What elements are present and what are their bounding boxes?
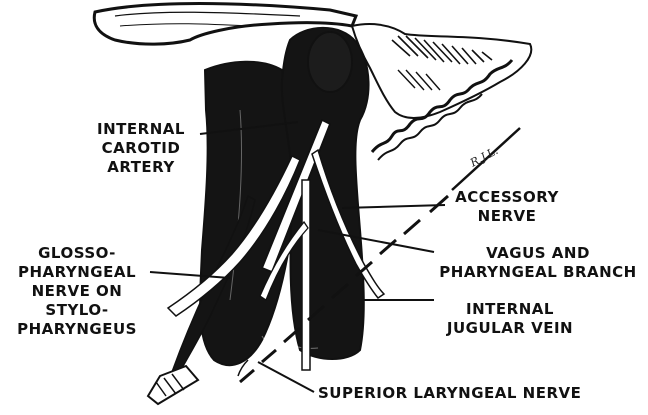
label-vagus-line2: PHARYNGEAL BRANCH bbox=[434, 263, 642, 282]
label-accessory-nerve: ACCESSORY NERVE bbox=[452, 188, 562, 226]
label-internal-carotid-line3: ARTERY bbox=[82, 158, 200, 177]
label-accessory-line2: NERVE bbox=[452, 207, 562, 226]
label-vagus-pharyngeal-branch: VAGUS AND PHARYNGEAL BRANCH bbox=[434, 244, 642, 282]
label-internal-jugular-vein: INTERNAL JUGULAR VEIN bbox=[440, 300, 580, 338]
label-glosso-line4: STYLO- bbox=[4, 301, 150, 320]
label-jugular-line2: JUGULAR VEIN bbox=[440, 319, 580, 338]
label-internal-carotid-artery: INTERNAL CAROTID ARTERY bbox=[82, 120, 200, 177]
label-glossopharyngeal-nerve: GLOSSO- PHARYNGEAL NERVE ON STYLO- PHARY… bbox=[4, 244, 150, 339]
label-internal-carotid-line1: INTERNAL bbox=[82, 120, 200, 139]
label-vagus-line1: VAGUS AND bbox=[434, 244, 642, 263]
label-accessory-line1: ACCESSORY bbox=[452, 188, 562, 207]
label-glosso-line5: PHARYNGEUS bbox=[4, 320, 150, 339]
label-glosso-line2: PHARYNGEAL bbox=[4, 263, 150, 282]
mastoid-region bbox=[352, 24, 531, 160]
label-superior-laryngeal-nerve: SUPERIOR LARYNGEAL NERVE bbox=[318, 384, 581, 403]
label-glosso-line1: GLOSSO- bbox=[4, 244, 150, 263]
label-glosso-line3: NERVE ON bbox=[4, 282, 150, 301]
label-jugular-line1: INTERNAL bbox=[440, 300, 580, 319]
label-internal-carotid-line2: CAROTID bbox=[82, 139, 200, 158]
